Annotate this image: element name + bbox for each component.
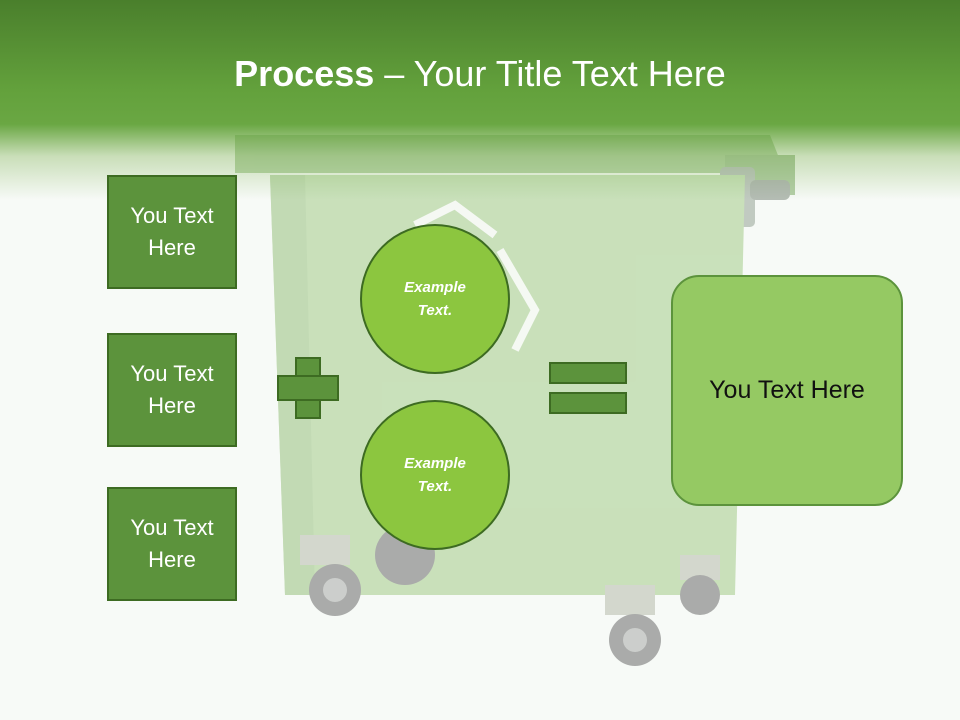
input-box-2-line2: Here bbox=[148, 393, 196, 418]
example-circle-2: Example Text. bbox=[360, 400, 510, 550]
equals-top-bar bbox=[549, 362, 627, 384]
result-text: You Text Here bbox=[709, 376, 865, 404]
example-circle-1-line1: Example bbox=[404, 279, 466, 296]
title-bold-part: Process bbox=[234, 53, 375, 94]
slide-title: Process – Your Title Text Here bbox=[0, 52, 960, 96]
example-circle-1-line2: Text. bbox=[417, 302, 453, 319]
input-box-3-line1: You Text bbox=[130, 515, 214, 540]
result-box: You Text Here bbox=[671, 275, 903, 506]
input-box-2: You Text Here bbox=[107, 333, 237, 447]
header-band bbox=[0, 0, 960, 200]
input-box-1-line1: You Text bbox=[130, 203, 214, 228]
input-box-1: You Text Here bbox=[107, 175, 237, 289]
equals-bottom-bar bbox=[549, 392, 627, 414]
example-circle-1: Example Text. bbox=[360, 224, 510, 374]
input-box-2-line1: You Text bbox=[130, 361, 214, 386]
plus-center bbox=[297, 377, 319, 399]
input-box-3-line2: Here bbox=[148, 547, 196, 572]
input-box-1-line2: Here bbox=[148, 235, 196, 260]
input-box-3: You Text Here bbox=[107, 487, 237, 601]
title-rest-part: – Your Title Text Here bbox=[374, 53, 726, 94]
example-circle-2-line2: Text. bbox=[417, 478, 453, 495]
example-circle-2-line1: Example bbox=[404, 455, 466, 472]
